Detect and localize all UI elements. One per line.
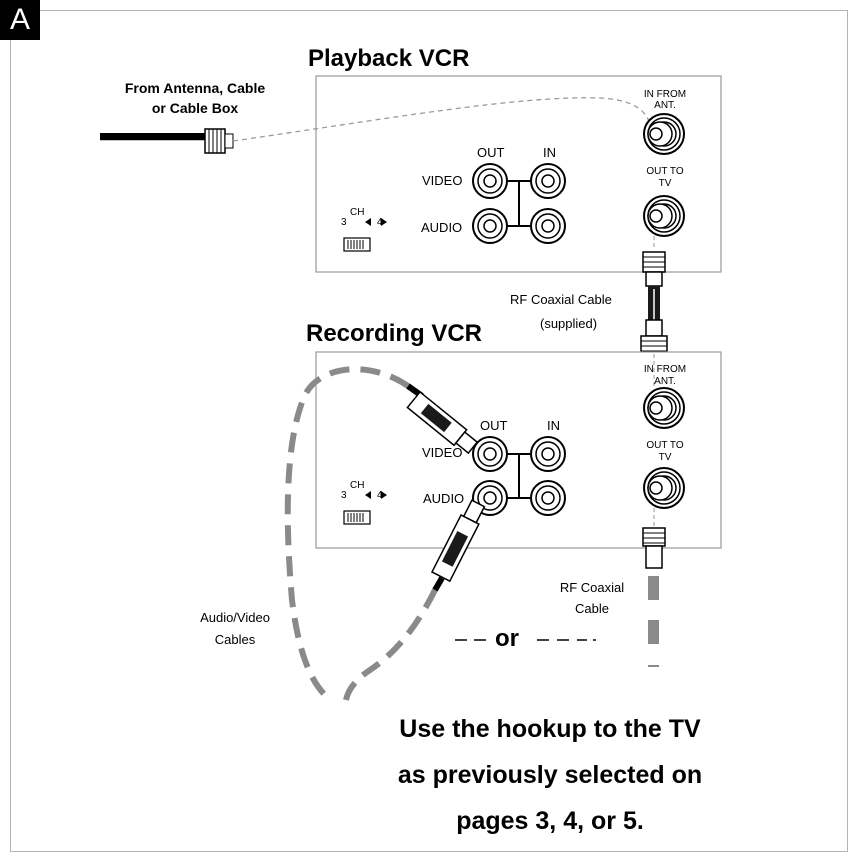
antenna-cable [100,128,234,154]
av-cable-audio [343,588,438,701]
playback-ch-right-arrow-icon [381,218,387,226]
antenna-signal-path [232,97,653,142]
recording-ch-4: 4 [377,490,383,501]
recording-out-to-tv-line1: OUT TO [646,440,684,451]
source-label-line1: From Antenna, Cable [124,80,266,96]
recording-in-label: IN [547,418,560,433]
recording-video-in-jack [530,436,566,472]
recording-ch-right-arrow-icon [381,491,387,499]
recording-in-from-ant-line1: IN FROM [643,364,687,375]
recording-ch-label: CH [350,480,365,491]
or-label: or [495,625,519,652]
recording-ch-left-arrow-icon [365,491,371,499]
recording-out-label: OUT [480,418,508,433]
instruction-line2: as previously selected on [397,761,703,789]
playback-video-out-jack [472,163,508,199]
recording-in-from-ant-jack [643,387,685,429]
recording-out-to-tv-line2: TV [658,452,672,463]
rf-coax-to-tv-cable [642,508,666,667]
diagram-frame [10,10,848,852]
recording-out-to-tv-jack [643,467,685,509]
rf-coaxial-line1: RF Coaxial [559,580,625,595]
recording-video-label: VIDEO [422,445,463,460]
playback-video-label: VIDEO [422,173,463,188]
recording-ch-switch [343,510,371,525]
av-cable-loop [284,366,410,698]
playback-audio-label: AUDIO [421,220,463,235]
recording-ch-3: 3 [341,490,347,501]
playback-out-to-tv-line1: OUT TO [646,166,684,177]
playback-ch-label: CH [350,207,365,218]
rf-coax-supplied-line1: RF Coaxial Cable [510,292,612,307]
playback-audio-in-jack [530,208,566,244]
source-label-line2: or Cable Box [151,100,239,116]
rf-coax-supplied-cable [640,236,668,355]
av-cables-line2: Cables [214,632,256,647]
playback-audio-out-jack [472,208,508,244]
playback-video-in-jack [530,163,566,199]
playback-in-from-ant-jack [643,113,685,155]
playback-ch-4: 4 [377,217,383,228]
playback-ch-left-arrow-icon [365,218,371,226]
playback-ch-switch [343,237,371,252]
playback-vcr-title: Playback VCR [308,45,470,72]
recording-in-from-ant-line2: ANT. [654,376,676,387]
playback-out-to-tv-jack [643,195,685,237]
playback-ch-3: 3 [341,217,347,228]
recording-audio-in-jack [530,480,566,516]
recording-vcr-title: Recording VCR [306,320,483,347]
rf-coax-supplied-line2: (supplied) [540,316,598,331]
instruction-line1: Use the hookup to the TV [399,715,701,743]
instruction-line3: pages 3, 4, or 5. [456,807,644,835]
playback-out-to-tv-line2: TV [658,178,672,189]
video-plug [406,383,479,455]
playback-in-label: IN [543,145,556,160]
rf-coaxial-line2: Cable [575,601,609,616]
audio-plug [430,499,486,592]
recording-audio-label: AUDIO [423,491,465,506]
playback-out-label: OUT [477,145,505,160]
playback-in-from-ant-line2: ANT. [654,100,676,111]
av-cables-line1: Audio/Video [200,610,270,625]
playback-in-from-ant-line1: IN FROM [643,89,687,100]
figure-badge: A [0,0,40,40]
